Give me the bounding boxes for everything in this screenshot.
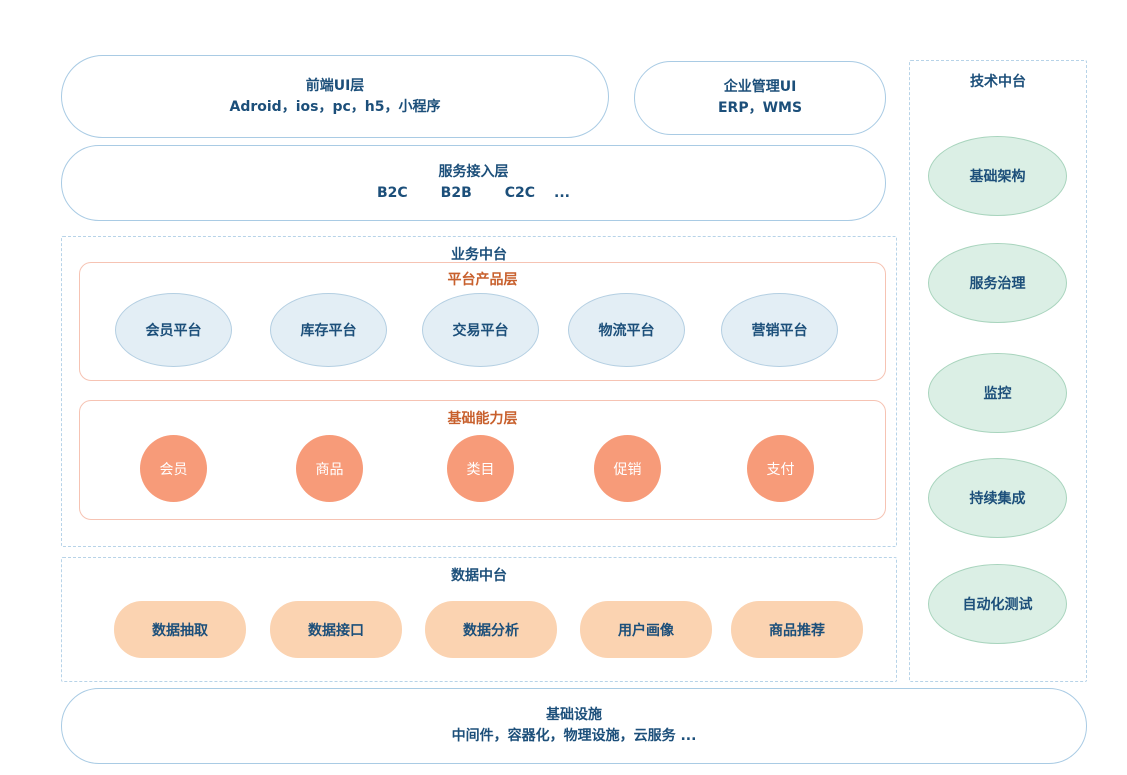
capability-category: 类目	[447, 435, 514, 502]
capability-goods: 商品	[296, 435, 363, 502]
platform-logistics: 物流平台	[568, 293, 685, 367]
data-middle-title: 数据中台	[451, 568, 507, 584]
platform-marketing: 营销平台	[721, 293, 838, 367]
service-access-item: B2B	[440, 185, 472, 201]
tech-item-infrastructure: 基础架构	[928, 136, 1067, 216]
enterprise-ui-layer: 企业管理UI ERP，WMS	[634, 61, 886, 135]
tech-item-automated-testing: 自动化测试	[928, 564, 1067, 644]
service-access-item: B2C	[376, 185, 408, 201]
enterprise-ui-title: 企业管理UI	[723, 79, 797, 95]
basic-capability-layer: 基础能力层	[79, 400, 886, 520]
data-item-analysis: 数据分析	[425, 601, 557, 658]
platform-inventory: 库存平台	[270, 293, 387, 367]
data-middle-platform: 数据中台	[61, 557, 897, 682]
data-item-interface: 数据接口	[270, 601, 402, 658]
data-item-recommendation: 商品推荐	[731, 601, 863, 658]
business-middle-title: 业务中台	[451, 247, 507, 263]
frontend-ui-layer: 前端UI层 Adroid，ios，pc，h5，小程序	[61, 55, 609, 138]
service-access-item: ...	[554, 185, 571, 201]
enterprise-ui-subtitle: ERP，WMS	[717, 100, 803, 116]
infrastructure-subtitle: 中间件，容器化，物理设施，云服务 ...	[451, 728, 697, 744]
service-access-item: C2C	[504, 185, 536, 201]
platform-member: 会员平台	[115, 293, 232, 367]
tech-middle-platform: 技术中台	[909, 60, 1087, 682]
tech-item-service-governance: 服务治理	[928, 243, 1067, 323]
tech-middle-title: 技术中台	[970, 74, 1026, 90]
business-middle-platform: 业务中台	[61, 236, 897, 547]
capability-promotion: 促销	[594, 435, 661, 502]
service-access-layer: 服务接入层 B2C B2B C2C ...	[61, 145, 886, 221]
frontend-ui-subtitle: Adroid，ios，pc，h5，小程序	[229, 98, 441, 115]
data-item-user-profile: 用户画像	[580, 601, 712, 658]
capability-member: 会员	[140, 435, 207, 502]
capability-payment: 支付	[747, 435, 814, 502]
service-access-title: 服务接入层	[438, 164, 509, 180]
frontend-ui-title: 前端UI层	[305, 77, 365, 94]
data-item-extract: 数据抽取	[114, 601, 246, 658]
basic-capability-title: 基础能力层	[447, 411, 518, 427]
tech-item-continuous-integration: 持续集成	[928, 458, 1067, 538]
platform-product-layer: 平台产品层	[79, 262, 886, 381]
infrastructure-layer: 基础设施 中间件，容器化，物理设施，云服务 ...	[61, 688, 1087, 764]
platform-product-title: 平台产品层	[447, 272, 518, 288]
infrastructure-title: 基础设施	[546, 707, 602, 723]
platform-trade: 交易平台	[422, 293, 539, 367]
service-access-items: B2C B2B C2C ...	[377, 183, 570, 204]
tech-item-monitoring: 监控	[928, 353, 1067, 433]
